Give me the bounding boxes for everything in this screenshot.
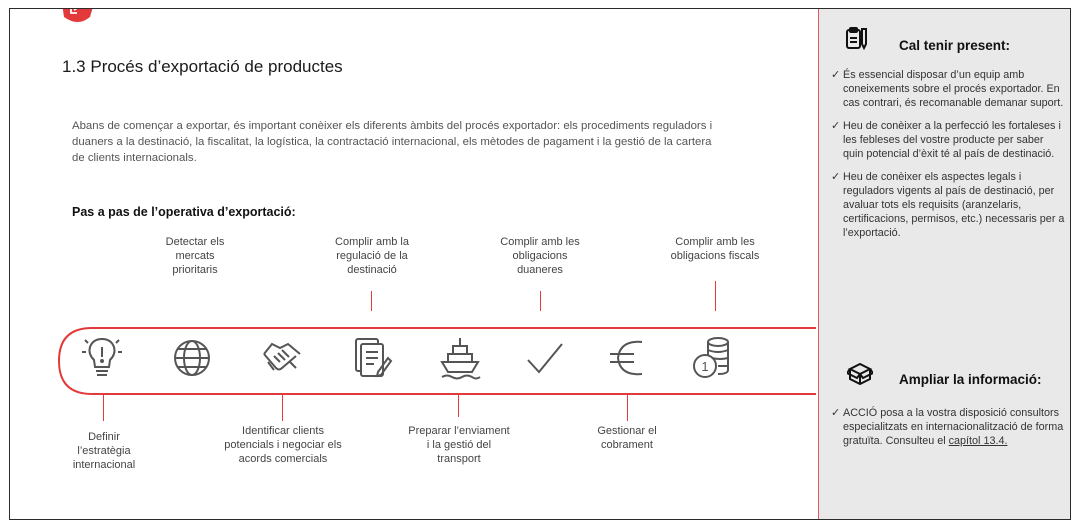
step-label-define-strategy: Definir l’estratègia internacional xyxy=(72,431,136,471)
more-info-list: ✓ACCIÓ posa a la vostra disposició consu… xyxy=(831,406,1066,457)
check-icon: ✓ xyxy=(831,171,841,183)
check-icon: ✓ xyxy=(831,69,841,81)
process-band xyxy=(58,327,818,395)
check-icon: ✓ xyxy=(831,120,841,132)
page-frame: 1.3 Procés d’exportació de productes Aba… xyxy=(9,8,1071,520)
box-icon xyxy=(847,362,873,385)
connector-tick xyxy=(627,395,628,421)
note-list: ✓És essencial disposar d’un equip amb co… xyxy=(831,68,1066,249)
intro-paragraph: Abans de començar a exportar, és importa… xyxy=(72,120,713,164)
handshake-icon xyxy=(263,342,301,371)
step-label-detect-markets: Detectar els mercats prioritaris xyxy=(165,236,225,276)
checkmark-icon xyxy=(527,343,563,374)
euro-icon xyxy=(610,340,643,376)
step-label-prepare-shipment: Preparar l’enviament i la gestió del tra… xyxy=(408,425,510,465)
note-title: Cal tenir present: xyxy=(899,38,1011,53)
svg-text:1: 1 xyxy=(701,359,708,374)
document-edit-icon xyxy=(355,338,393,378)
list-item: ✓És essencial disposar d’un equip amb co… xyxy=(831,69,1064,109)
connector-tick xyxy=(540,291,541,311)
check-icon: ✓ xyxy=(831,407,841,419)
list-item: ✓Heu de conèixer a la perfecció les fort… xyxy=(831,120,1061,160)
step-label-identify-clients: Identificar clients potencials i negocia… xyxy=(224,425,342,465)
connector-tick xyxy=(282,395,283,421)
sidebar-panel: Cal tenir present: ✓És essencial disposa… xyxy=(818,9,1070,519)
checklist-logo-icon xyxy=(62,9,93,22)
section-title: 1.3 Procés d’exportació de productes xyxy=(62,57,343,76)
chapter-link[interactable]: capítol 13.4. xyxy=(948,435,1008,447)
lightbulb-icon xyxy=(82,337,122,376)
connector-tick xyxy=(371,291,372,311)
step-label-tax: Complir amb les obligacions fiscals xyxy=(670,236,760,262)
globe-icon xyxy=(174,340,210,376)
step-label-collect-payment: Gestionar el cobrament xyxy=(597,425,657,451)
list-item: ✓ACCIÓ posa a la vostra disposició consu… xyxy=(831,407,1064,447)
connector-tick xyxy=(458,395,459,417)
step-label-customs: Complir amb les obligacions duaneres xyxy=(500,236,580,276)
coins-icon: 1 xyxy=(693,337,729,378)
step-label-destination-regulation: Complir amb la regulació de la destinaci… xyxy=(335,236,409,276)
more-info-title: Ampliar la informació: xyxy=(899,372,1042,387)
clipboard-icon xyxy=(846,27,867,50)
connector-tick xyxy=(715,281,716,311)
list-item: ✓Heu de conèixer els aspectes legals i r… xyxy=(831,171,1065,239)
connector-tick xyxy=(103,395,104,421)
ship-icon xyxy=(440,338,481,380)
steps-heading: Pas a pas de l’operativa d’exportació: xyxy=(72,205,296,219)
